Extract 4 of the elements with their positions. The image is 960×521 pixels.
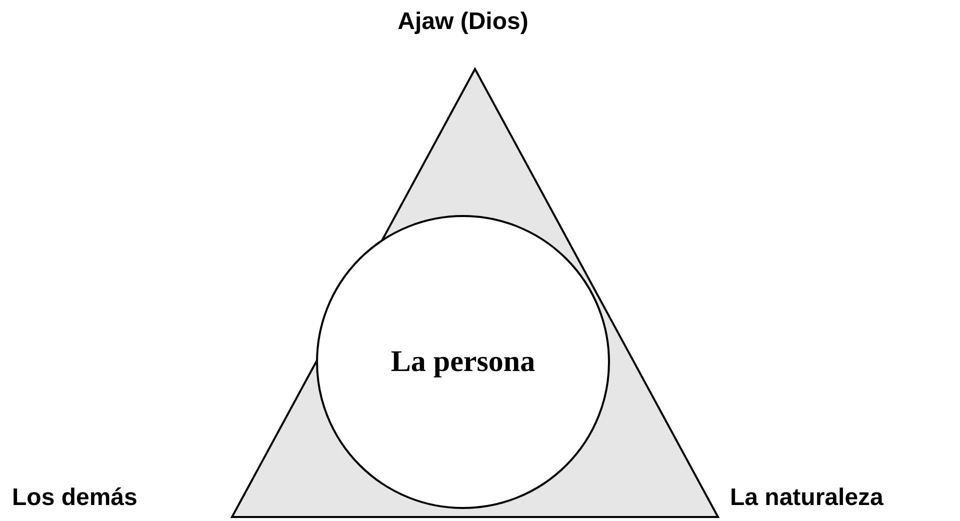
vertex-label: Ajaw (Dios): [398, 8, 528, 36]
node-label: La persona: [390, 345, 536, 379]
vertex-label: Los demás: [12, 484, 138, 512]
vertex-label: La naturaleza: [730, 484, 884, 512]
